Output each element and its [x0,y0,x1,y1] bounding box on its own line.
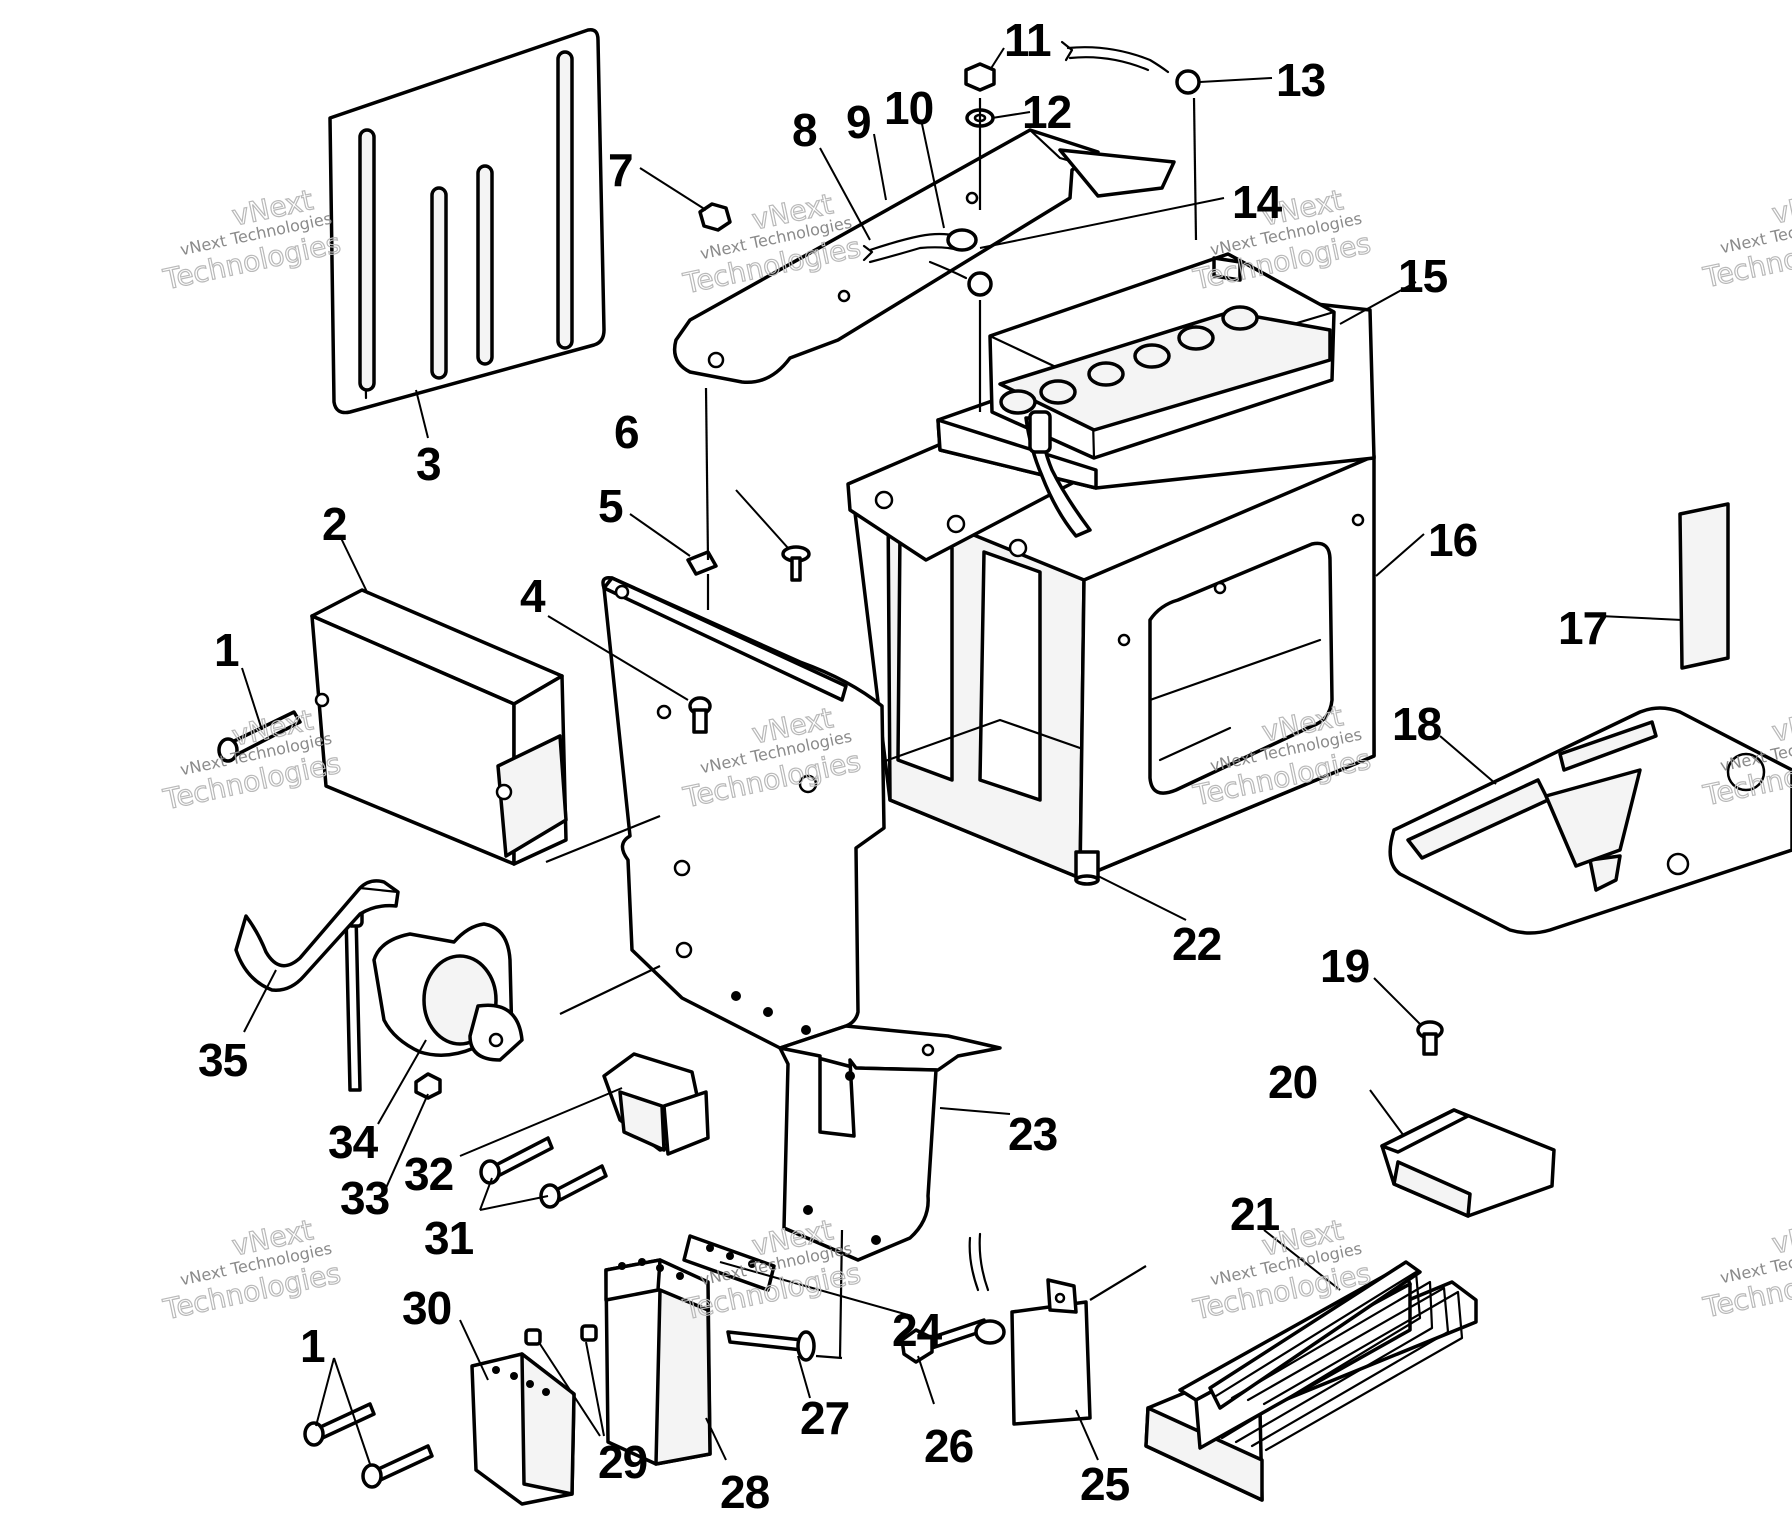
callout-23: 23 [1008,1108,1057,1160]
callout-18: 18 [1392,698,1442,750]
part-34-solenoid [344,898,524,1092]
part-1-bolt-upper [217,710,302,763]
callout-35: 35 [198,1034,248,1086]
part-28-cdi-unit [604,1258,712,1466]
part-4-bolt [688,696,712,734]
callout-30: 30 [402,1282,451,1334]
callout-5: 5 [598,480,623,532]
callout-25: 25 [1080,1458,1130,1510]
callout-12: 12 [1022,86,1071,138]
callout-14: 14 [1232,176,1283,228]
callout-2: 2 [322,498,347,550]
callout-1: 1 [214,624,239,676]
part-22-sleeve [1074,850,1100,886]
part-3-cover-plate [328,27,606,415]
part-11-nut [964,62,996,92]
part-6-screw [781,545,811,582]
callout-33: 33 [340,1172,389,1224]
callout-labels: 1 2 3 4 5 6 7 8 9 10 11 12 13 14 15 16 1… [198,14,1608,1518]
part-32-relay [602,1052,710,1156]
callout-15: 15 [1398,250,1448,302]
callout-26: 26 [924,1420,973,1472]
callout-32: 32 [404,1148,453,1200]
callout-3: 3 [416,438,441,490]
part-2-relay-box [310,588,568,866]
callout-10: 10 [884,82,933,134]
part-18-mat [1388,706,1792,935]
part-20-module [1380,1108,1556,1218]
part-25-relay [1010,1278,1092,1426]
part-31-bolts [479,1136,608,1209]
part-30-regulator [470,1352,576,1506]
assembly-axes [545,97,1198,1360]
part-7-nut [698,202,732,232]
callout-20: 20 [1268,1056,1317,1108]
callout-24: 24 [892,1304,943,1356]
part-19-screw [1416,1020,1444,1056]
callout-17: 17 [1558,602,1607,654]
callout-31: 31 [424,1212,474,1264]
part-1-bolt-lower-b [361,1444,434,1489]
callout-11: 11 [1004,14,1051,66]
part-23-bracket [601,575,1002,1262]
watermark: vNext vNext Technologies Technologies [1699,1211,1792,1325]
part-14-terminal [928,260,993,297]
watermark: vNext vNext Technologies Technologies [159,1213,344,1327]
part-29-spacers [524,1324,598,1346]
watermark: vNext vNext Technologies Technologies [159,703,344,817]
part-16-battery-box [846,414,1376,880]
callout-34: 34 [328,1116,379,1168]
callout-16: 16 [1428,514,1477,566]
part-26-bolt [900,1318,988,1364]
callout-29: 29 [598,1436,647,1488]
callout-13: 13 [1276,54,1325,106]
part-35-clamp [234,879,400,992]
part-21-heatsink [1144,1260,1478,1502]
part-25-lead [968,1232,1006,1345]
part-33-nut [414,1072,442,1100]
part-13-cable [1060,40,1201,95]
part-24-plate [682,1234,776,1292]
callout-1-lower: 1 [300,1320,325,1372]
watermark: vNext vNext Technologies Technologies [1699,181,1792,295]
part-15-battery [936,252,1376,538]
callout-8: 8 [792,104,817,156]
callout-21: 21 [1230,1188,1280,1240]
part-17-strip [1678,502,1730,670]
part-1-bolt-lower-a [303,1402,376,1447]
callout-6: 6 [614,406,639,458]
callout-28: 28 [720,1466,770,1518]
part-27-rivet [726,1330,816,1362]
callout-19: 19 [1320,940,1369,992]
part-9-hold-strap [672,128,1176,385]
callout-27: 27 [800,1392,849,1444]
callout-9: 9 [846,96,871,148]
callout-4: 4 [520,570,546,622]
callout-22: 22 [1172,918,1221,970]
leader-lines [241,47,1683,1465]
callout-7: 7 [608,144,633,196]
part-5-clip [686,550,718,576]
watermark: vNext vNext Technologies Technologies [159,183,344,297]
part-10-cable [862,228,978,264]
